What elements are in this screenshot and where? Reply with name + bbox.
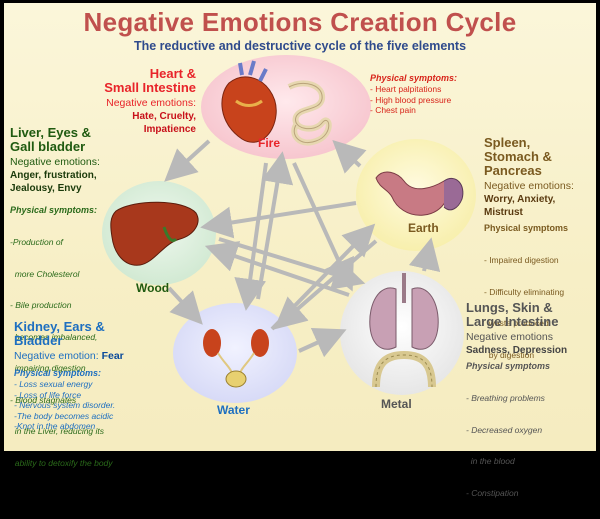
metal-symptoms: Physical symptoms - Breathing problems -… — [466, 361, 594, 519]
kidney-icon — [203, 329, 269, 388]
metal-organ-line-2: Large Intestine — [466, 314, 559, 329]
arrow-water-to-metal — [298, 328, 347, 358]
wood-symptom-list: -Production of more Cholesterol - Bile p… — [10, 216, 135, 489]
fire-negative-value-2: Impatience — [143, 124, 196, 135]
arrow-earth-wood — [200, 201, 357, 239]
water-symptoms: Physical symptoms: - Loss sexual energy … — [14, 368, 144, 432]
water-physical-label: Physical symptoms: — [14, 368, 102, 378]
arrow-wood-to-water — [167, 286, 203, 325]
wood-symptoms: Physical symptoms: -Production of more C… — [10, 205, 135, 489]
wood-organ-line-1: Liver, Eyes & — [10, 125, 91, 140]
earth-label: Earth — [408, 221, 439, 235]
fire-symptom-list: - Heart palpitations - High blood pressu… — [370, 84, 490, 116]
arrow-metal-wood — [204, 241, 350, 297]
wood-negative-value-2: Jealousy, Envy — [10, 183, 82, 194]
water-organ-line-2: Bladder — [14, 333, 63, 348]
arrow-metal-to-earth — [408, 237, 441, 273]
wood-symptom: ability to detoxify the body — [10, 457, 113, 468]
water-info: Kidney, Ears & Bladder Negative emotion:… — [14, 320, 154, 363]
intestine-icon — [287, 80, 332, 146]
earth-negative-value-2: Mistrust — [484, 207, 523, 218]
diagram-panel: Negative Emotions Creation Cycle The red… — [4, 3, 596, 498]
metal-symptom-list: - Breathing problems - Decreased oxygen … — [466, 372, 594, 519]
arrow-water-fire — [256, 151, 294, 300]
metal-info: Lungs, Skin & Large Intestine Negative e… — [466, 301, 594, 357]
earth-negative-label: Negative emotions: — [484, 180, 574, 192]
metal-symptom: - Constipation — [466, 487, 519, 498]
arrow-fire-metal — [292, 162, 354, 292]
cycle-arrows — [164, 139, 441, 358]
earth-organ-line-2: Stomach & — [484, 149, 552, 164]
earth-organ-line-3: Pancreas — [484, 163, 542, 178]
wood-negative-label: Negative emotions: — [10, 156, 100, 168]
metal-organ-line-1: Lungs, Skin & — [466, 300, 553, 315]
water-symptom: -Knot in the abdomen — [14, 421, 96, 431]
metal-negative-label: Negative emotions — [466, 331, 553, 343]
wood-symptom: becomes imbalanced, — [10, 331, 98, 342]
earth-symptom: by digestion — [484, 349, 535, 360]
water-organ-line-1: Kidney, Ears & — [14, 319, 105, 334]
fire-negative-label: Negative emotions: — [106, 97, 196, 109]
diagram-stage: Negative Emotions Creation Cycle The red… — [4, 3, 596, 498]
earth-symptom-list: - Impaired digestion - Difficulty elimin… — [484, 234, 594, 381]
wood-symptom: in the Liver, reducing its — [10, 426, 105, 436]
large-intestine-icon — [372, 350, 436, 388]
heart-icon — [221, 60, 277, 143]
arrow-fire-to-wood — [164, 139, 211, 182]
metal-symptom: - Breathing problems — [466, 393, 545, 403]
wood-symptom: -Production of — [10, 237, 63, 247]
metal-negative-value-1: Sadness, Depression — [466, 345, 568, 356]
wood-organ-line-2: Gall bladder — [10, 139, 86, 154]
water-symptom-list: - Loss sexual energy - Loss of life forc… — [14, 379, 144, 432]
fire-info: Heart & Small Intestine Negative emotion… — [84, 67, 196, 136]
water-negative-value: Fear — [101, 350, 124, 362]
star-arrows — [200, 151, 378, 331]
water-symptom: - Nervous system disorder. — [14, 400, 116, 410]
fire-symptom: - Heart palpitations — [370, 84, 442, 94]
metal-physical-label: Physical symptoms — [466, 361, 551, 371]
water-negative-label: Negative emotion: — [14, 350, 99, 362]
earth-symptoms: Physical symptoms - Impaired digestion -… — [484, 223, 594, 381]
earth-physical-label: Physical symptoms — [484, 223, 569, 233]
earth-negative-value-1: Worry, Anxiety, — [484, 194, 556, 205]
arrow-earth-to-fire — [332, 140, 367, 174]
fire-negative-value-1: Hate, Cruelty, — [132, 111, 196, 122]
metal-symptom: - Decreased oxygen — [466, 424, 543, 435]
metal-symptom: in the blood — [466, 456, 515, 466]
fire-symptom: - High blood pressure — [370, 94, 452, 105]
water-circle — [173, 303, 297, 403]
wood-info: Liver, Eyes & Gall bladder Negative emot… — [10, 126, 122, 195]
wood-symptom: impairing digestion — [10, 363, 86, 373]
wood-symptom: - Blood stagnates — [10, 394, 77, 405]
page-subtitle: The reductive and destructive cycle of t… — [133, 39, 467, 53]
water-symptom: -The body becomes acidic — [14, 410, 114, 421]
earth-organ-line-1: Spleen, — [484, 135, 531, 150]
stomach-icon — [375, 171, 464, 216]
water-label: Water — [217, 403, 250, 417]
earth-symptom: waste produced — [484, 318, 549, 328]
fire-organ-line-2: Small Intestine — [104, 80, 196, 95]
wood-negative-value-1: Anger, frustration, — [10, 170, 97, 181]
page-title: Negative Emotions Creation Cycle — [83, 7, 517, 37]
wood-symptom: more Cholesterol — [10, 268, 80, 279]
fire-label: Fire — [258, 136, 281, 150]
cycle-graphic — [102, 55, 476, 403]
water-negative-line: Negative emotion: Fear — [14, 350, 154, 363]
fire-organ-line-1: Heart & — [149, 66, 196, 81]
wood-physical-label: Physical symptoms: — [10, 205, 98, 215]
fire-symptoms: Physical symptoms: - Heart palpitations … — [370, 73, 490, 116]
water-symptom: - Loss of life force — [14, 389, 82, 400]
metal-label: Metal — [381, 397, 412, 411]
earth-info: Spleen, Stomach & Pancreas Negative emot… — [484, 136, 594, 219]
fire-physical-label: Physical symptoms: — [370, 73, 458, 83]
earth-symptom: - Impaired digestion — [484, 255, 559, 265]
fire-symptom: - Chest pain — [370, 105, 416, 115]
earth-symptom: - Difficulty eliminating — [484, 286, 565, 297]
wood-label: Wood — [136, 281, 170, 295]
lungs-icon — [369, 273, 439, 350]
liver-icon — [110, 201, 199, 266]
arrow-earth-water — [273, 239, 378, 330]
water-symptom: - Loss sexual energy — [14, 379, 93, 389]
wood-symptom: - Bile production — [10, 300, 72, 310]
